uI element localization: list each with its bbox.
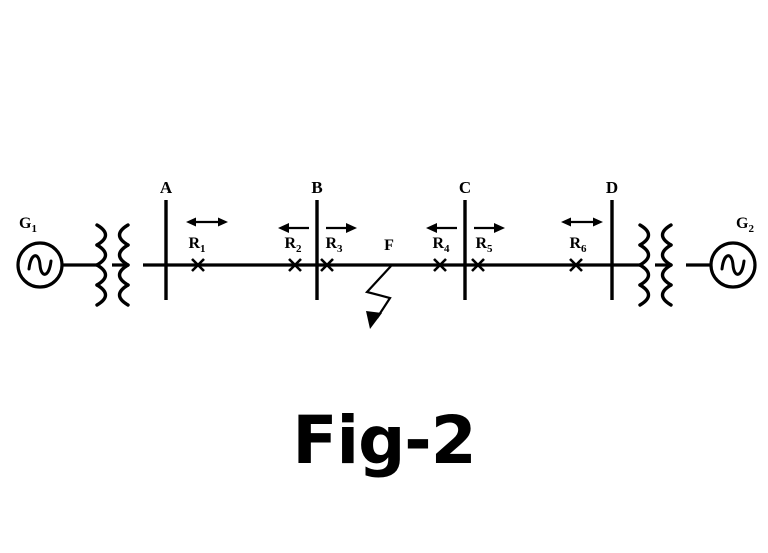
relay-label-r3: R3 [325, 235, 343, 255]
circuit-breaker-r3 [320, 258, 334, 272]
coil-loop [660, 283, 673, 307]
generator-g2-circle [709, 241, 757, 289]
transformer-t1-secondary-winding [117, 223, 130, 307]
figure-caption: Fig-2 [292, 402, 476, 479]
arrow-head-right [494, 223, 505, 233]
generator-g2-label: G2 [736, 215, 754, 235]
generator-g2-label-subscript: 2 [748, 223, 754, 235]
coil-loop [638, 223, 651, 247]
coil-loop [117, 243, 130, 267]
generator-g1-label: G1 [19, 215, 37, 235]
coil-loop [95, 263, 108, 287]
bus-label-c: C [459, 178, 471, 197]
coil-loop [117, 223, 130, 247]
generator-g1 [16, 241, 64, 289]
relay-label-r4-subscript: 4 [444, 243, 450, 255]
coil-loop [95, 283, 108, 307]
circuit-breaker-r2 [288, 258, 302, 272]
relay-label-r5-text: R [475, 235, 487, 252]
sine-wave-icon [27, 254, 53, 276]
transformer-t2 [638, 223, 673, 307]
relay-label-r2-subscript: 2 [296, 243, 302, 255]
transformer-t2-primary-winding [638, 223, 651, 307]
relay-label-r2: R2 [284, 235, 302, 255]
relay-label-r3-text: R [325, 235, 337, 252]
coil-loop [638, 243, 651, 267]
fault-arrow-head [366, 311, 382, 329]
arrow-head-left [186, 217, 196, 227]
coil-loop [660, 223, 673, 247]
relay-arrow-r6-bidirectional [561, 217, 603, 227]
generator-g1-label-text: G [19, 215, 32, 232]
relay-label-r4-text: R [432, 235, 444, 252]
circuit-breaker-r5 [471, 258, 485, 272]
coil-loop [95, 243, 108, 267]
circuit-breakers [191, 258, 583, 272]
sine-wave-icon [720, 254, 746, 276]
transformer-t2-secondary-winding [660, 223, 673, 307]
arrow-head-right [218, 217, 228, 227]
relay-label-r2-text: R [284, 235, 296, 252]
generator-g2-label-text: G [736, 215, 749, 232]
coil-loop [638, 283, 651, 307]
relay-arrow-r4-left [426, 223, 457, 233]
generator-g1-label-subscript: 1 [31, 223, 37, 235]
generator-g1-circle [16, 241, 64, 289]
relay-label-r4: R4 [432, 235, 450, 255]
lightning-zigzag-icon [364, 265, 392, 319]
relay-label-r1-text: R [188, 235, 200, 252]
arrow-head-right [346, 223, 357, 233]
bus-label-a: A [160, 178, 173, 197]
generator-g2 [709, 241, 757, 289]
relay-label-r3-subscript: 3 [337, 243, 343, 255]
relay-arrow-r2-left [278, 223, 309, 233]
arrow-head-left [426, 223, 437, 233]
fault-label-f: F [384, 237, 394, 254]
fault-symbol-f [364, 265, 392, 329]
relay-arrow-r1-bidirectional [186, 217, 228, 227]
relay-label-r5-subscript: 5 [487, 243, 493, 255]
arrow-head-left [561, 217, 571, 227]
transformer-t1 [95, 223, 130, 307]
coil-loop [660, 263, 673, 287]
relay-arrow-r3-right [326, 223, 357, 233]
relay-label-r5: R5 [475, 235, 493, 255]
relay-label-r6-text: R [569, 235, 581, 252]
bus-label-b: B [311, 178, 322, 197]
coil-loop [117, 263, 130, 287]
relay-label-r1-subscript: 1 [200, 243, 206, 255]
relay-label-r6: R6 [569, 235, 587, 255]
coil-loop [95, 223, 108, 247]
circuit-breaker-r4 [433, 258, 447, 272]
relay-arrow-r5-right [474, 223, 505, 233]
arrow-head-right [593, 217, 603, 227]
relay-direction-arrows [186, 217, 603, 233]
bus-label-d: D [606, 178, 618, 197]
coil-loop [117, 283, 130, 307]
relay-label-r6-subscript: 6 [581, 243, 587, 255]
arrow-head-left [278, 223, 289, 233]
coil-loop [660, 243, 673, 267]
bus-bars [164, 200, 614, 300]
coil-loop [638, 263, 651, 287]
circuit-breaker-r1 [191, 258, 205, 272]
transformer-t1-primary-winding [95, 223, 108, 307]
relay-label-r1: R1 [188, 235, 205, 255]
circuit-breaker-r6 [569, 258, 583, 272]
